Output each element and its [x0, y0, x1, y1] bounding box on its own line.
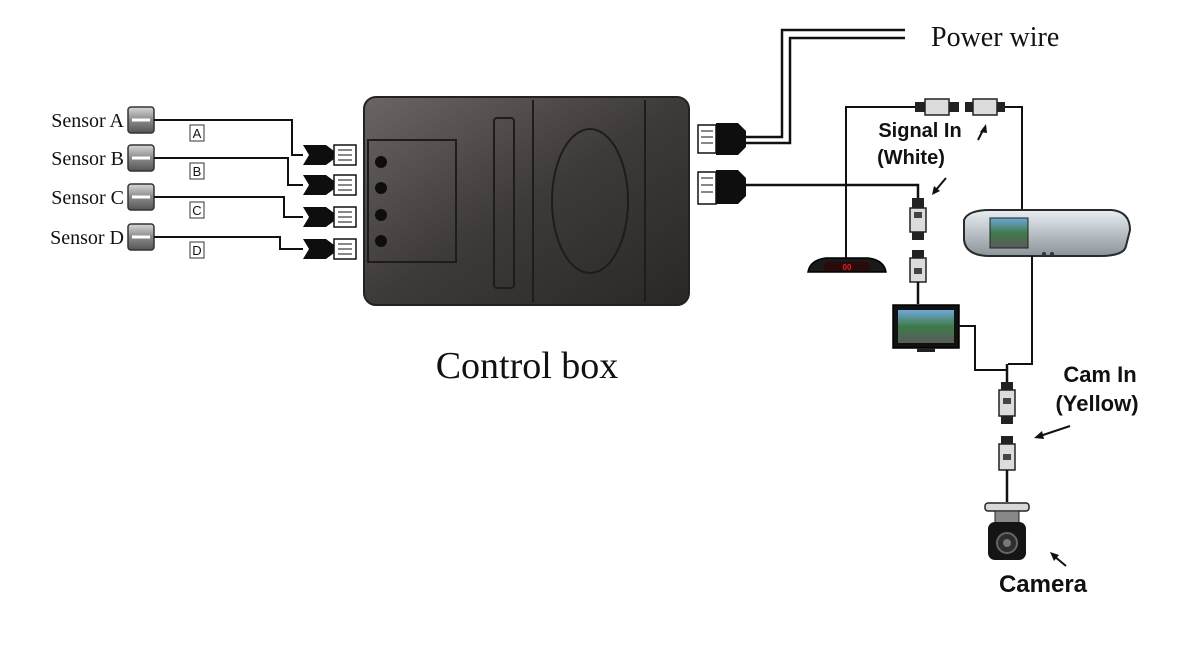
cam-in-label: Cam In — [1063, 362, 1136, 387]
sensor-plug — [303, 175, 334, 195]
sensor-tag-box — [189, 124, 205, 142]
power-wire — [746, 28, 905, 145]
control-box-label: Control box — [436, 345, 619, 387]
sensor-tag: B — [193, 164, 202, 179]
sensor-tag: A — [193, 126, 202, 141]
control-box — [363, 96, 690, 306]
sensor-row: Sensor D D — [50, 223, 357, 260]
sensor-tag-box — [189, 162, 205, 180]
sensor-row: Sensor B B — [51, 144, 357, 196]
signal-arrow-icon — [977, 124, 987, 141]
sensor-wire — [154, 236, 303, 250]
power-wire-label: Power wire — [931, 22, 1059, 53]
cam-in-arrow-icon — [1034, 425, 1071, 439]
sensor-tag: D — [192, 243, 201, 258]
sensor-plug — [303, 207, 334, 227]
sensor-tag-box — [189, 201, 205, 219]
sensor-row: Sensor C C — [51, 183, 357, 228]
sensor-tag-box — [189, 241, 205, 259]
led-display — [807, 257, 887, 273]
monitor-wire — [959, 325, 1006, 371]
sensor-label: Sensor B — [51, 148, 124, 170]
sensor-row: Sensor A A — [51, 106, 357, 166]
power-connector — [697, 123, 746, 155]
sensors-group: Sensor A A Sensor B B Sensor C C Sensor D D — [50, 106, 357, 260]
signal-in-label: Signal In — [878, 120, 961, 142]
cam-in-color-label: (Yellow) — [1055, 391, 1138, 416]
sensor-label: Sensor A — [51, 110, 124, 132]
signal-rca-plugs — [909, 198, 927, 304]
mirror-wire — [1005, 106, 1023, 212]
rearview-mirror — [963, 209, 1132, 257]
camera — [984, 502, 1030, 560]
sensor-label: Sensor C — [51, 187, 124, 209]
camera-label: Camera — [999, 571, 1088, 598]
monitor — [892, 304, 960, 352]
signal-wire — [746, 183, 920, 198]
sensor-label: Sensor D — [50, 227, 124, 249]
sensor-wire — [154, 119, 303, 156]
display-wire — [845, 106, 915, 258]
sensor-wire — [154, 157, 303, 186]
mirror-down-wire — [1008, 256, 1033, 365]
video-connector — [697, 170, 746, 205]
top-rca-plugs — [915, 98, 1005, 116]
sensor-plug — [303, 145, 334, 165]
camera-arrow-icon — [1050, 552, 1067, 567]
sensor-tag: C — [192, 203, 201, 218]
sensor-plug — [303, 239, 334, 259]
cam-rca-plugs — [998, 364, 1016, 502]
led-digits: 00 — [843, 263, 852, 272]
signal-in-color-label: (White) — [877, 147, 945, 169]
sensor-wire — [154, 196, 303, 218]
signal-white-arrow-icon — [932, 177, 947, 195]
